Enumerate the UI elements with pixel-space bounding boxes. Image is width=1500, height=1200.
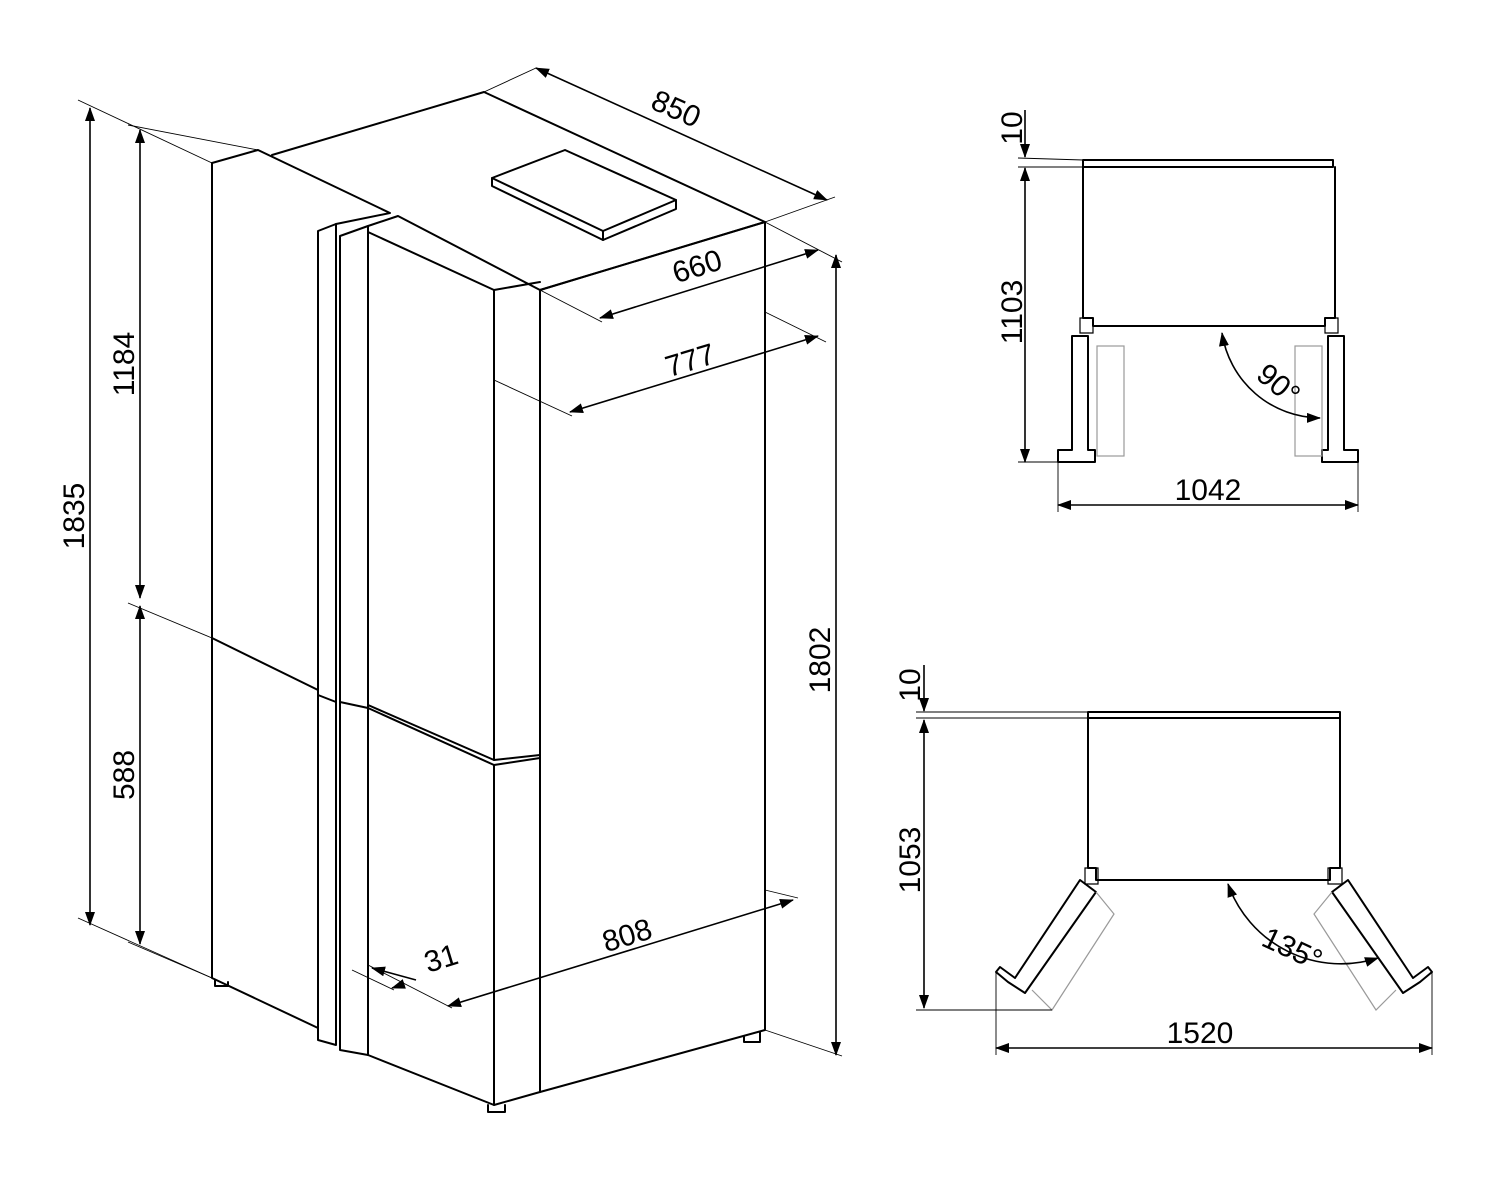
dim-height-1184: 1184 — [108, 332, 141, 397]
dim-gap-10-top: 10 — [996, 111, 1029, 144]
dim-handle-31: 31 — [420, 938, 462, 979]
top-view-90: 10 1103 1042 90° — [996, 110, 1359, 512]
dim-width-1520: 1520 — [1167, 1017, 1234, 1050]
dim-depth-777: 777 — [661, 338, 719, 384]
dim-depth-1053: 1053 — [894, 827, 927, 894]
dim-height-1835: 1835 — [58, 483, 91, 550]
angle-90: 90° — [1250, 357, 1306, 411]
dim-height-1802: 1802 — [804, 627, 837, 694]
dim-width-1042: 1042 — [1175, 474, 1242, 507]
dim-height-588: 588 — [108, 750, 141, 800]
angle-135: 135° — [1257, 921, 1327, 977]
dim-depth-660: 660 — [668, 244, 726, 290]
dim-width-850: 850 — [646, 84, 705, 135]
top-view-135: 10 1053 1520 135° — [894, 665, 1433, 1055]
dim-gap-10-bottom: 10 — [894, 668, 927, 701]
perspective-fridge — [211, 91, 766, 1113]
dim-depth-808: 808 — [598, 913, 656, 959]
dim-depth-1103: 1103 — [996, 280, 1029, 345]
perspective-dimensions: 850 660 777 808 31 1835 1184 588 1802 — [58, 67, 843, 1057]
